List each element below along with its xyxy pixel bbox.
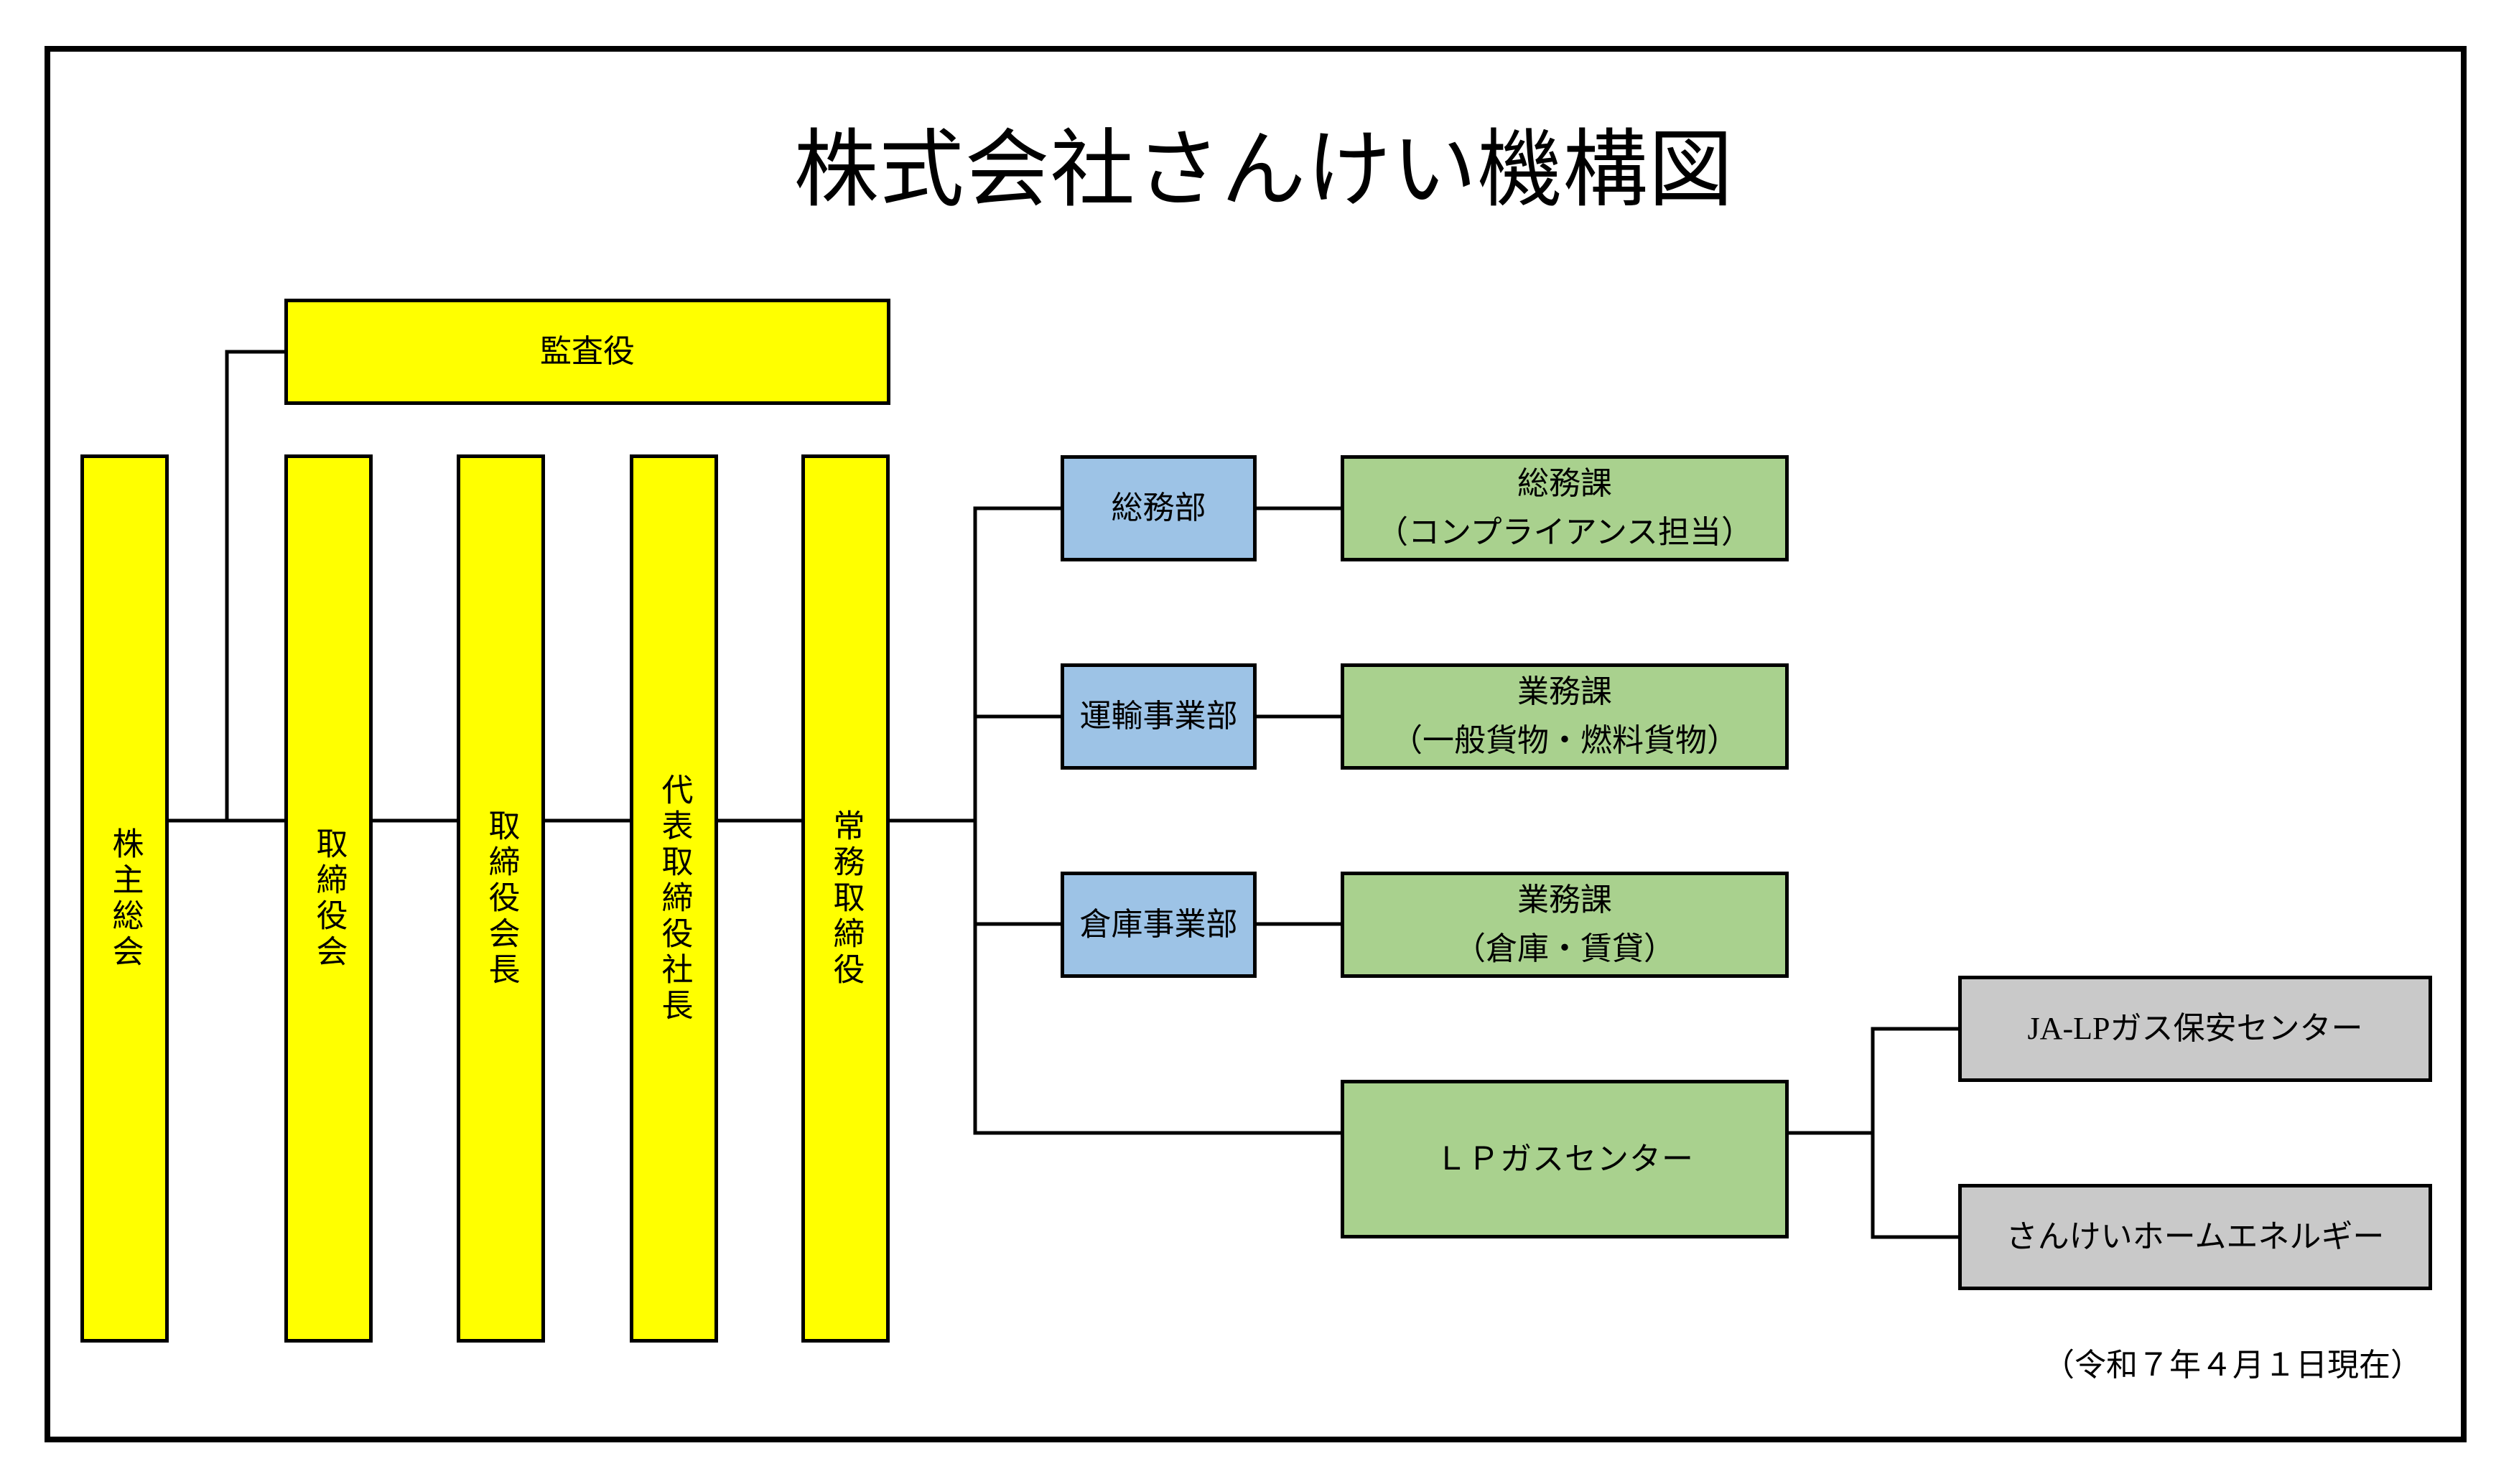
board-of-directors-box: 取締役会 (284, 454, 373, 1343)
president-label: 代表取締役社長 (656, 773, 692, 1025)
as-of-date: （令和７年４月１日現在） (2043, 1348, 2422, 1383)
section-box-transport-operations: 業務課 （一般貨物・燃料貨物） (1341, 663, 1789, 770)
president-box: 代表取締役社長 (630, 454, 718, 1343)
affiliate-box-sankei-home-energy: さんけいホームエネルギー (1958, 1184, 2432, 1290)
department-label: 倉庫事業部 (1079, 907, 1238, 942)
department-box-general-affairs: 総務部 (1061, 455, 1257, 561)
document-frame (45, 46, 2467, 1442)
department-label: 運輸事業部 (1079, 699, 1238, 734)
page-title: 株式会社さんけい機構図 (793, 123, 1734, 218)
department-box-transport: 運輸事業部 (1061, 663, 1257, 770)
section-detail: （倉庫・賃貸） (1454, 931, 1675, 966)
department-label: 総務部 (1111, 490, 1206, 526)
board-of-directors-label: 取締役会 (311, 826, 347, 971)
shareholders-meeting-label: 株主総会 (107, 826, 143, 971)
affiliate-box-ja-lp-gas-safety-center: JA-LPガス保安センター (1958, 976, 2432, 1082)
section-box-warehouse-operations: 業務課 （倉庫・賃貸） (1341, 872, 1789, 978)
section-name: 業務課 (1517, 882, 1612, 918)
auditor-label: 監査役 (540, 334, 635, 369)
shareholders-meeting-box: 株主総会 (80, 454, 169, 1343)
auditor-box: 監査役 (284, 299, 890, 405)
affiliate-label: JA-LPガス保安センター (2027, 1011, 2363, 1046)
section-box-general-affairs: 総務課 （コンプライアンス担当） (1341, 455, 1789, 561)
department-box-warehouse: 倉庫事業部 (1061, 872, 1257, 978)
managing-director-box: 常務取締役 (801, 454, 890, 1343)
affiliate-label: さんけいホームエネルギー (2006, 1219, 2385, 1254)
lp-gas-center-label: ＬＰガスセンター (1435, 1141, 1694, 1177)
chairman-label: 取締役会長 (483, 808, 519, 989)
section-detail: （コンプライアンス担当） (1376, 515, 1754, 550)
lp-gas-center-box: ＬＰガスセンター (1341, 1080, 1789, 1238)
chairman-box: 取締役会長 (457, 454, 545, 1343)
section-detail: （一般貨物・燃料貨物） (1391, 723, 1738, 758)
managing-director-label: 常務取締役 (828, 808, 864, 989)
section-name: 業務課 (1517, 674, 1612, 709)
section-name: 総務課 (1517, 466, 1612, 501)
